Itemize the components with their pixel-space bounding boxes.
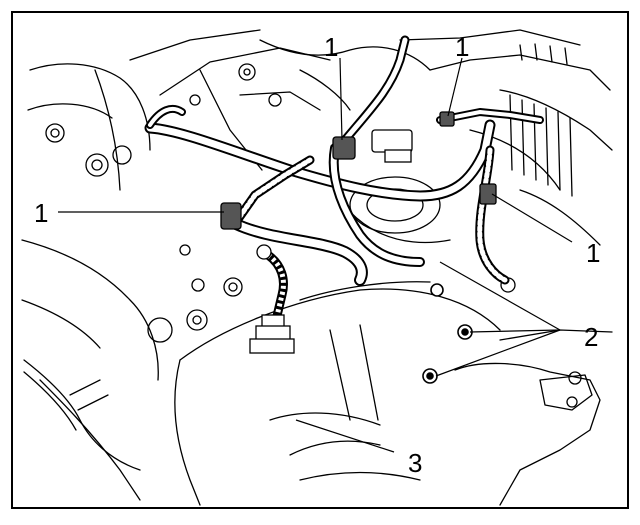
clips: [220, 111, 497, 230]
callout-1-right: 1: [586, 238, 600, 268]
leader-lines: [58, 57, 573, 453]
clip-right: [479, 183, 497, 205]
callout-1-top-right: 1: [455, 32, 469, 62]
callout-1-left: 1: [34, 198, 48, 228]
callout-2: 2: [584, 322, 598, 352]
callout-1-top-left: 1: [324, 32, 338, 62]
leader-2-b: [469, 329, 561, 333]
clip-left: [220, 202, 242, 230]
leader-1-top-left: [339, 57, 343, 141]
callout-3: 3: [408, 448, 422, 478]
leader-2-c: [435, 329, 561, 377]
harness-connector: [371, 129, 413, 163]
engine-block-linework: [21, 29, 613, 506]
leader-2-a: [439, 261, 561, 331]
leader-1-right: [491, 193, 573, 243]
diagram-border: [11, 11, 629, 509]
nuts: [422, 283, 473, 384]
wiring-harness: [144, 35, 544, 286]
clip-top-left: [332, 136, 356, 160]
clip-top-right: [439, 111, 455, 127]
leader-3: [295, 419, 395, 453]
nut-top: [430, 283, 444, 297]
oxygen-sensor: [249, 244, 295, 354]
leader-1-top-right: [447, 57, 463, 117]
